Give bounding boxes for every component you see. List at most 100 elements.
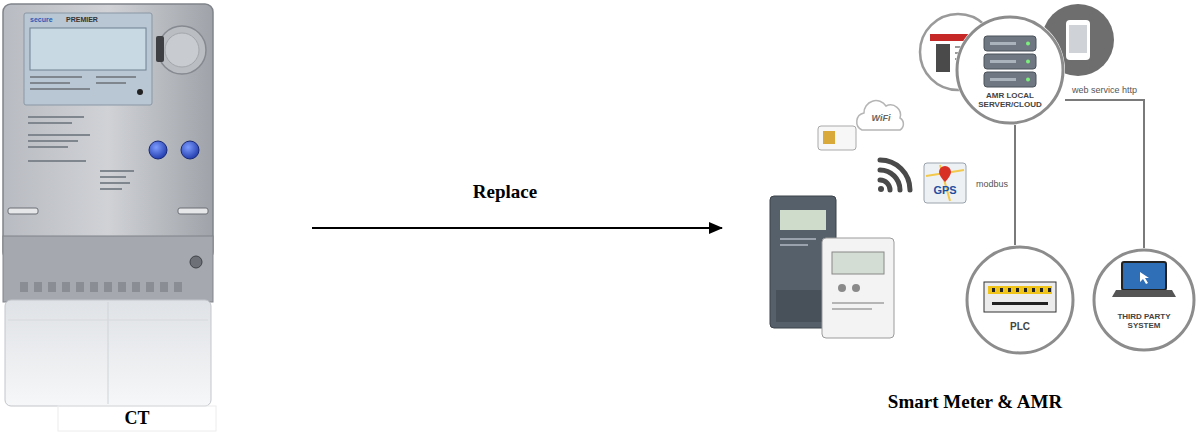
ct-meter-illustration-part <box>158 26 206 74</box>
plc-icon-part-part <box>1024 288 1027 292</box>
edge-label: modbus <box>974 179 1010 189</box>
laptop-icon-part <box>1112 290 1176 297</box>
ct-meter-illustration-part-part <box>28 134 90 136</box>
circle-label: THIRD PARTY SYSTEM <box>1111 312 1177 330</box>
ct-meter-illustration-part <box>20 282 182 292</box>
ct-meter-illustration-part-part <box>34 282 42 292</box>
server-icon <box>984 36 1036 87</box>
edge-label: Replace <box>473 181 537 203</box>
sim-card-icon <box>818 126 856 150</box>
ct-meter-illustration-part-part <box>96 82 126 84</box>
ct-meter-illustration-part <box>137 89 143 95</box>
plc-icon-part-part <box>1016 288 1019 292</box>
ct-meter-illustration-part <box>8 320 208 321</box>
ct-meter-illustration-part-part <box>132 282 140 292</box>
ct-meter-illustration-part-part <box>96 76 136 78</box>
smart-meter-icons-part <box>780 238 816 240</box>
laptop-icon-part <box>1140 272 1149 284</box>
group-caption: Smart Meter & AMR <box>888 391 1062 413</box>
smart-meter-icons-part <box>832 302 884 304</box>
smart-meter-icons <box>770 196 894 338</box>
ct-meter-illustration-part <box>5 300 211 406</box>
plc-circle: PLC <box>965 245 1075 355</box>
phone-icon-part <box>1069 25 1087 53</box>
circle-outline <box>1094 250 1194 350</box>
ct-meter-illustration-part-part <box>146 282 154 292</box>
plc-icon-part <box>992 288 1051 305</box>
server-icon-part <box>990 78 1016 81</box>
ct-meter-illustration-part <box>3 236 213 302</box>
gps-map-icon-part <box>924 163 966 203</box>
plc-icon-part-part <box>1032 288 1035 292</box>
plc-icon-part <box>988 286 1052 294</box>
edge-label: web service http <box>1070 85 1139 95</box>
ct-meter-illustration-part-part <box>28 122 72 124</box>
ct-meter-illustration-part <box>3 4 213 260</box>
smart-meter-icons-part <box>832 252 884 274</box>
server-icon-part <box>984 36 1036 51</box>
wifi-cloud-icon-part <box>857 101 904 130</box>
server-icon-part <box>1026 78 1030 82</box>
ct-meter-illustration-part <box>28 76 136 190</box>
smart-meter-icons-part <box>852 284 860 292</box>
ct-meter-illustration-part-part <box>30 76 82 78</box>
plc-icon-part-part <box>1040 288 1043 292</box>
ct-meter-illustration-part <box>149 141 167 159</box>
signal-icon <box>878 160 910 192</box>
ct-meter-illustration <box>3 4 216 431</box>
ct-meter-illustration-part-part <box>118 282 126 292</box>
laptop-icon <box>1112 262 1176 297</box>
sim-card-icon-part <box>818 126 856 150</box>
laptop-icon-part <box>1122 262 1166 290</box>
ct-meter-illustration-part-part <box>174 282 182 292</box>
ct-meter-illustration-part <box>165 33 199 67</box>
server-ground <box>955 15 1065 125</box>
gps-map-icon <box>924 163 966 203</box>
ct-meter-illustration-part-part <box>100 182 130 184</box>
ct-meter-illustration-part-part <box>48 282 56 292</box>
circle-outline <box>965 245 1075 355</box>
ct-meter-illustration-part-part <box>30 82 70 84</box>
ct-meter-illustration-part-part <box>104 282 112 292</box>
circle-label: AMR LOCAL SERVER/CLOUD <box>968 91 1052 109</box>
ct-meter-illustration-part <box>30 28 146 70</box>
ct-meter-illustration-part-part <box>30 88 90 90</box>
ct-meter-illustration-part <box>156 36 164 62</box>
circle-outline <box>1092 248 1196 352</box>
website-icon-part <box>936 44 950 72</box>
ct-meter-illustration-part <box>190 256 202 268</box>
server-icon-part <box>984 72 1036 87</box>
sim-card-icon-part <box>823 131 835 144</box>
connector-line <box>1065 100 1144 248</box>
plc-icon-part-part <box>1048 288 1051 292</box>
gps-map-icon-part <box>939 166 951 182</box>
ct-meter-illustration-part-part <box>28 140 78 142</box>
ct-meter-illustration-part <box>108 302 109 404</box>
plc-icon <box>984 282 1056 312</box>
server-icon-part <box>990 60 1016 63</box>
plc-icon-part-part <box>1008 288 1011 292</box>
smart-meter-icons-part <box>832 308 872 310</box>
wifi-text: WiFi <box>872 113 891 123</box>
ct-meter-illustration-part <box>178 208 208 214</box>
ct-meter-illustration-part-part <box>28 116 84 118</box>
third-party-circle: THIRD PARTY SYSTEM <box>1092 248 1196 352</box>
circle-label: PLC <box>1010 321 1030 333</box>
phone-icon-part <box>1066 20 1090 60</box>
server-icon-part <box>990 42 1016 45</box>
ct-meter-illustration-part <box>8 208 38 214</box>
ct-meter-illustration-part-part <box>76 282 84 292</box>
server-icon-part <box>1026 42 1030 46</box>
meter-caption: CT <box>124 408 149 429</box>
plc-icon-part-part <box>1000 288 1003 292</box>
ct-meter-illustration-part-part <box>100 170 134 172</box>
smart-meter-icons-part <box>838 284 846 292</box>
old-meter-region: CT <box>0 0 312 432</box>
ct-meter-illustration-part-part <box>28 160 86 162</box>
gps-text: GPS <box>933 184 956 197</box>
gps-map-icon-part <box>926 165 964 201</box>
connector-arrow <box>312 227 722 229</box>
plc-icon-part-part <box>992 302 1048 305</box>
